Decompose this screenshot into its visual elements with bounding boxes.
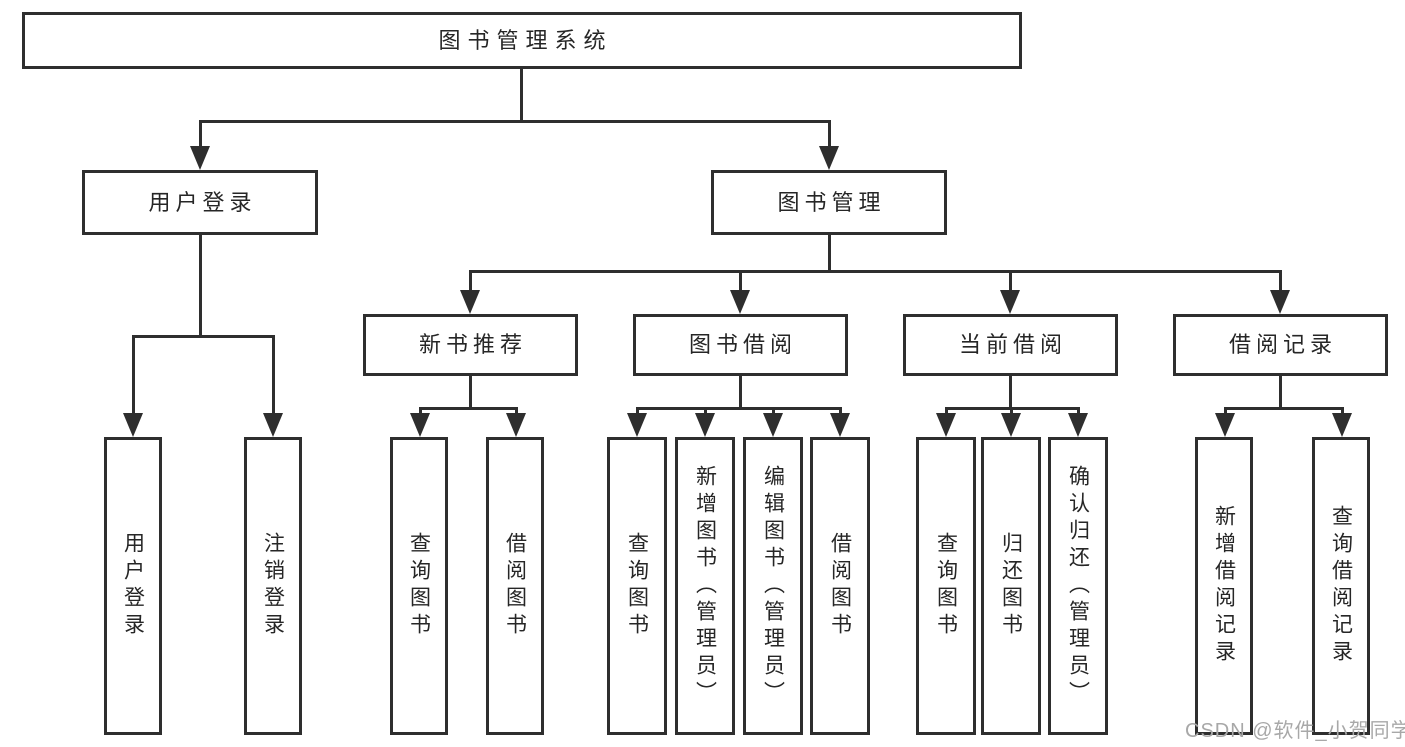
connector-vline <box>636 407 639 417</box>
connector-vline <box>1077 407 1080 417</box>
connector-vline <box>945 407 948 417</box>
arrowhead-down-icon <box>460 290 480 314</box>
leaf-user-login: 用户登录 <box>104 437 162 735</box>
arrowhead-down-icon <box>263 413 283 437</box>
connector-vline <box>1279 376 1282 408</box>
connector-hline <box>636 407 842 410</box>
leaf-query-books-current: 查询图书 <box>916 437 976 735</box>
leaf-query-books-borrow: 查询图书 <box>607 437 667 735</box>
node-new-book-recommend: 新书推荐 <box>363 314 578 376</box>
connector-hline <box>132 335 275 338</box>
connector-vline <box>469 376 472 408</box>
leaf-add-books-admin: 新增图书（管理员） <box>675 437 735 735</box>
node-current-borrowing: 当前借阅 <box>903 314 1118 376</box>
leaf-edit-books-admin: 编辑图书（管理员） <box>743 437 803 735</box>
node-root: 图书管理系统 <box>22 12 1022 69</box>
node-book-borrowing: 图书借阅 <box>633 314 848 376</box>
connector-vline <box>199 235 202 336</box>
leaf-borrow-books: 借阅图书 <box>810 437 870 735</box>
connector-vline <box>1341 407 1344 417</box>
connector-vline <box>704 407 707 417</box>
connector-vline <box>1279 270 1282 292</box>
watermark-text: CSDN @软件_小贺同学 <box>1185 720 1405 742</box>
arrowhead-down-icon <box>1332 413 1352 437</box>
arrowhead-down-icon <box>730 290 750 314</box>
arrowhead-down-icon <box>410 413 430 437</box>
connector-vline <box>1224 407 1227 417</box>
connector-vline <box>1009 270 1012 292</box>
arrowhead-down-icon <box>1000 290 1020 314</box>
leaf-query-borrow-record: 查询借阅记录 <box>1312 437 1370 735</box>
connector-vline <box>132 335 135 413</box>
arrowhead-down-icon <box>1068 413 1088 437</box>
connector-vline <box>828 235 831 272</box>
connector-vline <box>828 120 831 148</box>
arrowhead-down-icon <box>695 413 715 437</box>
connector-vline <box>469 270 472 292</box>
leaf-borrow-books-recommend: 借阅图书 <box>486 437 544 735</box>
connector-vline <box>272 335 275 413</box>
arrowhead-down-icon <box>1270 290 1290 314</box>
leaf-logout: 注销登录 <box>244 437 302 735</box>
leaf-add-borrow-record: 新增借阅记录 <box>1195 437 1253 735</box>
connector-hline <box>419 407 518 410</box>
arrowhead-down-icon <box>123 413 143 437</box>
connector-vline <box>199 120 202 148</box>
arrowhead-down-icon <box>506 413 526 437</box>
connector-hline <box>469 270 1282 273</box>
leaf-return-books: 归还图书 <box>981 437 1041 735</box>
connector-hline <box>199 120 831 123</box>
node-borrow-records: 借阅记录 <box>1173 314 1388 376</box>
connector-vline <box>772 407 775 417</box>
arrowhead-down-icon <box>936 413 956 437</box>
arrowhead-down-icon <box>763 413 783 437</box>
leaf-query-books-recommend: 查询图书 <box>390 437 448 735</box>
connector-hline <box>1224 407 1344 410</box>
connector-vline <box>515 407 518 417</box>
connector-vline <box>520 69 523 121</box>
connector-vline <box>419 407 422 417</box>
leaf-confirm-return-admin: 确认归还（管理员） <box>1048 437 1108 735</box>
arrowhead-down-icon <box>190 146 210 170</box>
arrowhead-down-icon <box>1215 413 1235 437</box>
arrowhead-down-icon <box>819 146 839 170</box>
arrowhead-down-icon <box>830 413 850 437</box>
node-user-login: 用户登录 <box>82 170 318 235</box>
connector-vline <box>1010 407 1013 417</box>
connector-vline <box>839 407 842 417</box>
connector-vline <box>1009 376 1012 408</box>
node-book-management: 图书管理 <box>711 170 947 235</box>
connector-vline <box>739 376 742 408</box>
arrowhead-down-icon <box>1001 413 1021 437</box>
connector-vline <box>739 270 742 292</box>
arrowhead-down-icon <box>627 413 647 437</box>
